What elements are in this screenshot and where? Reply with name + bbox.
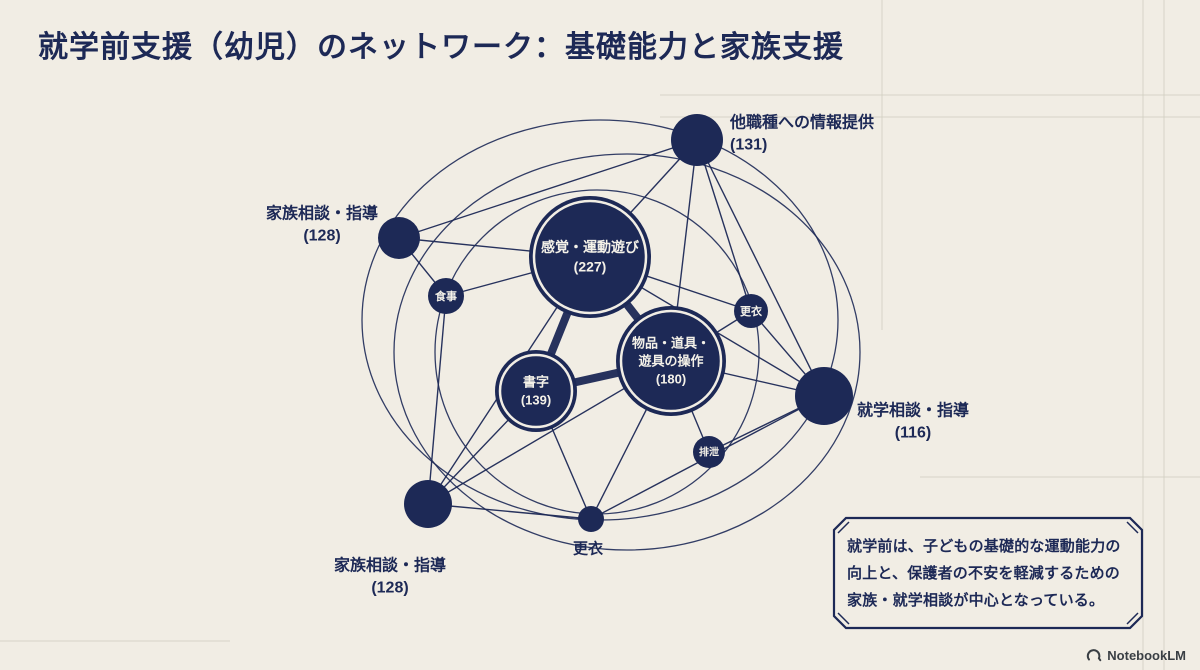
node-label-sensory-motor-play: 感覚・運動遊び(227) xyxy=(541,239,640,274)
summary-text: 就学前は、子どもの基礎的な運動能力の 向上と、保護者の不安を軽減するための 家族… xyxy=(832,516,1144,630)
node-label-school-consult: 就学相談・指導(116) xyxy=(857,401,969,442)
node-circle-tools-operation xyxy=(616,306,726,416)
node-label-info-sharing: 他職種への情報提供(131) xyxy=(729,113,874,154)
summary-line-2: 向上と、保護者の不安を軽減するための xyxy=(847,564,1121,582)
node-circle-meal xyxy=(428,278,464,314)
node-info-sharing: 他職種への情報提供(131) xyxy=(671,113,874,166)
brand-name: NotebookLM xyxy=(1107,647,1186,663)
node-circle-school-consult xyxy=(795,367,853,425)
node-label-dressing-bottom: 更衣 xyxy=(573,539,603,557)
node-excretion: 排泄 xyxy=(693,436,725,468)
edge-info-sharing--school-consult xyxy=(696,139,825,397)
node-label-writing: 書字(139) xyxy=(521,375,551,408)
node-family-consult-top: 家族相談・指導(128) xyxy=(266,204,420,259)
node-circle-writing xyxy=(495,350,577,432)
node-dressing-right: 更衣 xyxy=(734,294,768,328)
node-circle-family-consult-top xyxy=(378,217,420,259)
summary-line-1: 就学前は、子どもの基礎的な運動能力の xyxy=(847,537,1121,555)
node-ring-sensory-motor-play xyxy=(532,199,648,315)
brand-footer: NotebookLM xyxy=(1086,647,1186,663)
node-tools-operation: 物品・道具・遊具の操作(180) xyxy=(616,306,726,416)
edge-info-sharing--dressing-right xyxy=(696,139,752,312)
node-meal: 食事 xyxy=(428,278,464,314)
node-label-meal: 食事 xyxy=(435,289,457,303)
orbit-ellipse-mid xyxy=(393,153,861,551)
edge-family-consult-bottom--dressing-bottom xyxy=(427,503,592,520)
node-ring-writing xyxy=(498,353,574,429)
node-label-excretion: 排泄 xyxy=(699,446,719,459)
node-writing: 書字(139) xyxy=(495,350,577,432)
node-sensory-motor-play: 感覚・運動遊び(227) xyxy=(529,196,651,318)
node-circle-info-sharing xyxy=(671,114,723,166)
orbit-ellipse-outer xyxy=(361,119,839,521)
node-circle-sensory-motor-play xyxy=(529,196,651,318)
edge-info-sharing--family-consult-top xyxy=(398,139,698,239)
node-ring-tools-operation xyxy=(619,309,723,413)
edges-layer xyxy=(398,139,825,520)
summary-line-3: 家族・就学相談が中心となっている。 xyxy=(847,591,1105,609)
node-circle-family-consult-bottom xyxy=(404,480,452,528)
summary-frame-border xyxy=(832,516,1144,630)
node-label-dressing-right: 更衣 xyxy=(740,304,763,318)
node-circle-dressing-right xyxy=(734,294,768,328)
node-label-tools-operation: 物品・道具・遊具の操作(180) xyxy=(632,336,710,387)
node-circle-dressing-bottom xyxy=(578,506,604,532)
node-circle-excretion xyxy=(693,436,725,468)
notebooklm-logo-icon xyxy=(1087,649,1102,662)
node-family-consult-bottom: 家族相談・指導(128) xyxy=(334,480,452,597)
page-title: 就学前支援（幼児）のネットワーク：基礎能力と家族支援 xyxy=(38,31,844,64)
edge-meal--family-consult-bottom xyxy=(427,295,447,505)
node-label-family-consult-top: 家族相談・指導(128) xyxy=(266,204,378,245)
node-school-consult: 就学相談・指導(116) xyxy=(795,367,969,442)
summary-box: 就学前は、子どもの基礎的な運動能力の 向上と、保護者の不安を軽減するための 家族… xyxy=(832,516,1144,630)
node-dressing-bottom: 更衣 xyxy=(573,506,604,557)
node-label-family-consult-bottom: 家族相談・指導(128) xyxy=(334,556,446,597)
nodes-layer: 他職種への情報提供(131) 家族相談・指導(128) 感覚・運動遊び(227) 食事… xyxy=(266,113,969,597)
